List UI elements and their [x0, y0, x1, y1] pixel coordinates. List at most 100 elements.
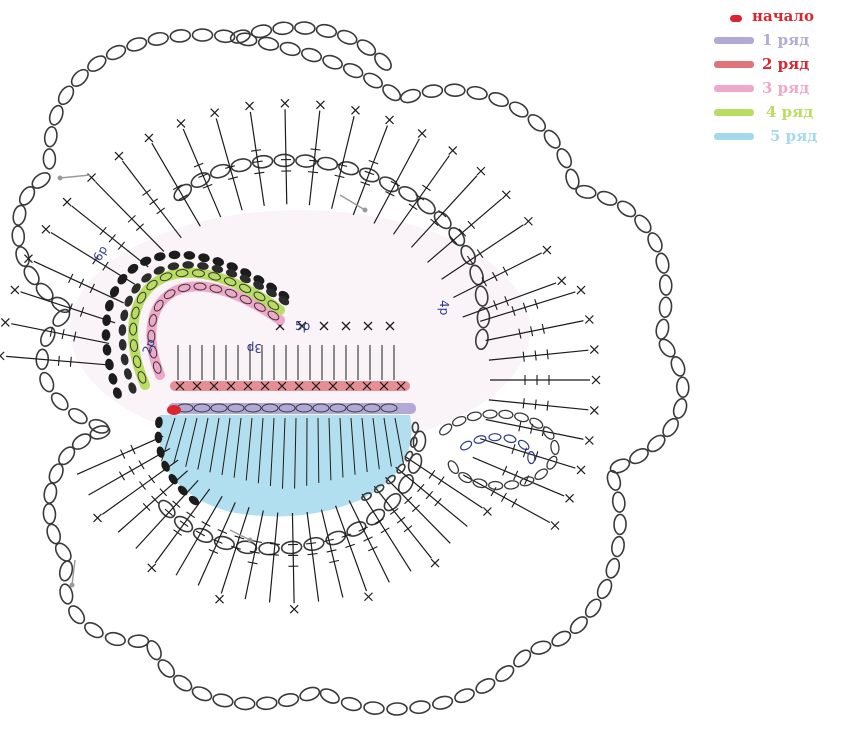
chain-stitch	[120, 309, 129, 322]
stitch-tick	[79, 307, 85, 317]
row5-blue-fill	[160, 415, 412, 517]
chain-stitch	[513, 649, 532, 668]
stitch-tick	[518, 328, 522, 339]
stitch-spoke	[249, 111, 265, 207]
stitch-tick	[534, 399, 537, 410]
chain-stitch	[188, 495, 200, 506]
chain-stitch	[109, 286, 120, 298]
row3-arc	[146, 281, 285, 380]
stitch-tick	[173, 529, 182, 536]
stitch-tick	[151, 495, 159, 504]
chain-stitch	[253, 302, 266, 312]
stitch-tick	[415, 194, 425, 201]
stitch-tick	[307, 171, 319, 174]
chain-stitch	[409, 436, 418, 448]
chain-stitch	[611, 535, 625, 558]
stitch-tick	[408, 203, 418, 210]
chain-stitch	[15, 246, 30, 267]
stitch-tick	[198, 173, 208, 179]
stitch-spoke	[404, 455, 483, 509]
stitch-tick	[428, 469, 436, 479]
single-crochet-x	[589, 405, 599, 415]
arrow-head	[57, 175, 63, 181]
chain-stitch	[198, 253, 210, 263]
chain-stitch	[295, 154, 317, 168]
chain-stitch	[303, 536, 325, 552]
stitch-tick	[530, 326, 534, 337]
chain-stitch	[662, 417, 679, 438]
chain-stitch	[87, 55, 107, 72]
single-crochet-x	[385, 115, 394, 125]
chain-stitch	[629, 448, 649, 465]
single-crochet-x	[589, 345, 599, 355]
arrow-head	[247, 537, 253, 543]
stitch-tick	[201, 521, 211, 527]
row2-x	[226, 381, 236, 391]
stitch-spoke	[33, 260, 124, 304]
chain-stitch	[517, 439, 530, 451]
chain-stitch	[173, 674, 193, 692]
chain-stitch	[51, 296, 71, 314]
chain-stitch	[543, 129, 561, 149]
stitch-tick	[164, 508, 173, 517]
stitch-spoke	[385, 476, 451, 544]
row2-x	[328, 381, 338, 391]
stitch-tick	[208, 548, 219, 554]
chain-stitch	[551, 630, 572, 647]
stitch-tick	[390, 180, 401, 187]
stitch-spoke	[284, 109, 288, 205]
chain-stitch	[596, 578, 613, 600]
stitch-tick	[224, 165, 235, 169]
legend-item-row3: 3 ряд	[712, 78, 852, 102]
stitch-tick	[546, 349, 549, 360]
stitch-tick	[326, 549, 337, 553]
chain-stitch	[68, 605, 86, 625]
chain-stitch	[192, 527, 214, 544]
stitch-tick	[128, 465, 135, 475]
stitch-tick	[61, 329, 65, 340]
stitch-tick	[228, 176, 239, 180]
stitch-tick	[458, 228, 467, 237]
inner-rows	[101, 250, 560, 506]
stitch-tick	[268, 553, 279, 556]
chain-stitch	[132, 355, 142, 369]
chain-stitch	[431, 695, 454, 710]
chain-stitch	[153, 299, 164, 312]
chain-stitch	[473, 435, 487, 444]
single-crochet-x	[476, 166, 486, 176]
chain-stitch	[159, 272, 173, 282]
chain-stitch	[209, 163, 231, 179]
chain-stitch	[127, 263, 139, 274]
chain-stitch	[315, 23, 338, 38]
stitch-tick	[385, 191, 395, 197]
chain-stitch	[227, 403, 245, 413]
chain-stitch	[105, 44, 127, 61]
chain-stitch	[658, 338, 676, 358]
stitch-tick	[466, 255, 474, 265]
stitch-spoke	[154, 488, 211, 564]
stitch-tick	[269, 542, 280, 545]
chain-stitch	[475, 678, 496, 694]
chain-stitch	[136, 291, 147, 304]
stitch-tick	[323, 538, 334, 543]
stitch-tick	[522, 398, 525, 409]
stitch-tick	[186, 511, 196, 519]
chain-stitch	[606, 469, 622, 491]
stitch-spokes	[0, 98, 601, 614]
single-crochet-x	[550, 521, 560, 530]
chain-stitch	[146, 640, 162, 661]
stitch-spoke	[220, 507, 250, 594]
stitch-spoke	[308, 110, 321, 206]
chain-stitch	[316, 156, 339, 171]
chain-stitch	[156, 446, 165, 458]
stitch-tick	[172, 184, 183, 191]
stitch-tick	[310, 148, 321, 151]
stitch-tick	[511, 444, 516, 454]
stitch-tick	[217, 529, 228, 534]
single-crochet-x	[41, 224, 51, 234]
stitch-spoke	[151, 142, 201, 227]
chain-stitch	[550, 439, 560, 456]
chain-stitch	[146, 279, 158, 291]
single-crochet-x	[215, 594, 224, 604]
